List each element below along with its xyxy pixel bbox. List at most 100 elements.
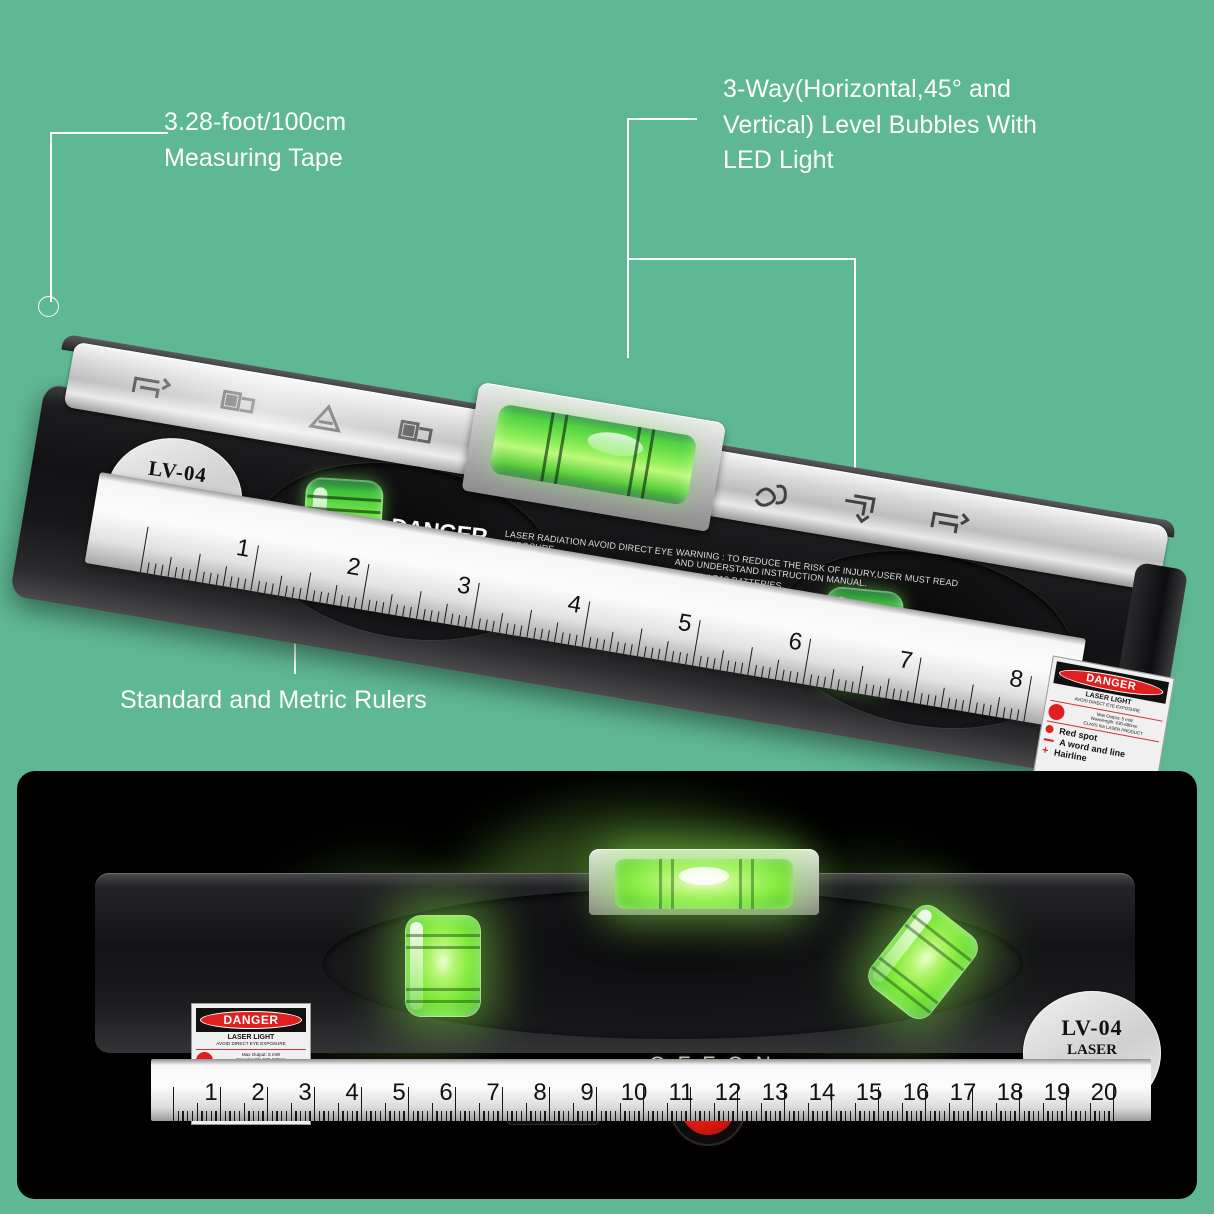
- ruler-tick: [415, 591, 422, 619]
- ruler-tick: [497, 1111, 499, 1121]
- ruler-label: 11: [668, 1079, 694, 1106]
- ruler-tick: [379, 1111, 382, 1121]
- ruler-label: 1: [234, 534, 253, 563]
- ruler-tick: [795, 672, 799, 684]
- laser-level-body-bottom: OFFON DANGER LASER LIGHT AVOID DIRECT EY…: [95, 849, 1161, 1135]
- ruler-tick: [1047, 1111, 1049, 1121]
- ruler-tick: [426, 1111, 429, 1121]
- ruler-tick: [533, 627, 537, 639]
- ruler-tick: [173, 1087, 175, 1121]
- ruler-tick: [623, 642, 627, 654]
- ruler-tick: [429, 610, 433, 622]
- ruler-tick: [174, 567, 178, 579]
- ruler-tick: [577, 1111, 579, 1121]
- ruler-tick: [727, 1111, 729, 1121]
- ruler-tick: [191, 1111, 194, 1121]
- ruler-tick: [657, 1111, 659, 1121]
- ruler-tick: [878, 1087, 880, 1121]
- ruler-tick: [882, 1111, 885, 1121]
- ruler-tick: [947, 697, 951, 709]
- ruler-tick: [1075, 1111, 1077, 1121]
- ruler-label: 17: [949, 1079, 977, 1106]
- ruler-tick: [519, 625, 523, 637]
- vial-band: [671, 859, 674, 909]
- ruler-tick: [1042, 1103, 1044, 1121]
- ruler-tick: [181, 568, 185, 580]
- ruler-tick: [351, 1111, 353, 1121]
- ruler-tick: [374, 600, 378, 612]
- ruler-tick: [793, 1111, 795, 1121]
- ruler-tick: [284, 585, 289, 597]
- ruler-tick: [346, 596, 351, 608]
- ruler-tick: [290, 1103, 292, 1121]
- ruler-tick: [553, 1111, 556, 1121]
- ruler-tick: [539, 1111, 541, 1121]
- ruler-tick: [243, 578, 247, 590]
- ruler-tick: [746, 1111, 748, 1121]
- ruler-tick: [553, 622, 559, 643]
- ruler-tick: [516, 1111, 518, 1121]
- callout-rulers: Standard and Metric Rulers: [120, 686, 427, 714]
- engraved-triangle-icon: [303, 399, 350, 435]
- ruler-tick: [299, 1111, 302, 1121]
- ruler-tick: [788, 670, 792, 683]
- ruler-tick: [595, 638, 599, 650]
- ruler-tick: [248, 1111, 250, 1121]
- ruler-tick: [1080, 1111, 1082, 1121]
- ruler-tick: [788, 1111, 791, 1121]
- ruler-tick: [666, 1103, 668, 1121]
- ruler-tick: [277, 575, 283, 596]
- ruler-tick: [1066, 1087, 1068, 1121]
- ruler-tick: [836, 679, 841, 691]
- ruler-tick: [854, 1103, 856, 1121]
- ruler-tick: [1056, 1111, 1058, 1121]
- ruler-tick: [769, 1111, 772, 1121]
- ruler-tick: [389, 1111, 391, 1121]
- ruler-tick: [910, 1111, 913, 1121]
- ruler-label: 8: [1007, 664, 1026, 694]
- ruler-tick: [337, 1103, 339, 1121]
- ruler-tick: [754, 665, 758, 677]
- ruler-label: 12: [714, 1079, 742, 1106]
- ruler-tick: [751, 1111, 753, 1121]
- ruler-tick: [393, 1111, 396, 1121]
- ruler-tick: [694, 1111, 697, 1121]
- ruler-tick: [1002, 707, 1006, 719]
- ruler-tick: [779, 1111, 781, 1121]
- ruler-tick: [1108, 1111, 1110, 1121]
- ruler-tick: [871, 684, 875, 697]
- ruler-tick: [850, 681, 854, 693]
- ruler-tick: [395, 604, 399, 616]
- ruler-tick: [816, 675, 820, 687]
- ruler-tick: [863, 1111, 866, 1121]
- ruler-tick: [873, 1111, 875, 1121]
- ruler-label: 13: [761, 1079, 789, 1106]
- ruler-tick: [1103, 1111, 1105, 1121]
- ruler-tick: [291, 586, 295, 598]
- ruler-tick: [205, 1111, 208, 1121]
- ruler-tick: [981, 1111, 983, 1121]
- ruler-tick: [962, 1111, 964, 1121]
- ruler-tick: [1023, 1111, 1026, 1121]
- leader-line-measuring-tape-horizontal: [50, 132, 168, 134]
- ruler-tick: [628, 1111, 631, 1121]
- ruler-tick: [1051, 1111, 1054, 1121]
- ruler-tick: [402, 605, 406, 617]
- ruler-tick: [243, 1103, 245, 1121]
- ruler-tick: [431, 1103, 433, 1121]
- ruler-tick: [520, 1111, 523, 1121]
- danger-bar: DANGER: [196, 1008, 306, 1032]
- ruler-tick: [643, 646, 647, 658]
- ruler-tick: [502, 1087, 504, 1121]
- ruler-label: 2: [344, 552, 363, 582]
- ruler-tick: [506, 1111, 509, 1121]
- vial-band: [406, 988, 480, 991]
- ruler-tick: [990, 1111, 993, 1121]
- ruler-tick: [614, 1111, 617, 1121]
- ruler-tick: [455, 1087, 457, 1121]
- ruler-tick: [755, 1111, 758, 1121]
- ruler-tick: [234, 1111, 236, 1121]
- ruler-tick: [196, 1103, 198, 1121]
- ruler-tick: [633, 1111, 635, 1121]
